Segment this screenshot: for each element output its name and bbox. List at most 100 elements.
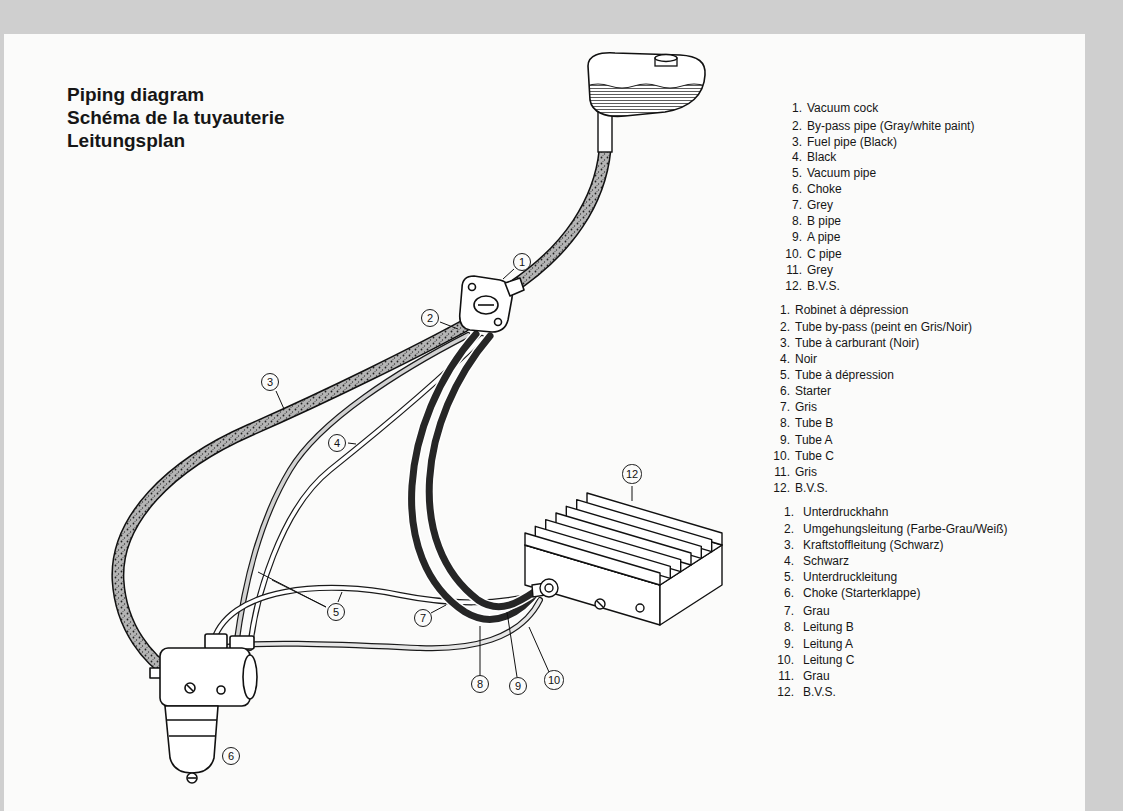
- item-text: A pipe: [807, 230, 840, 245]
- cock-body: [474, 296, 498, 314]
- leader-line: [338, 592, 342, 602]
- item-text: By-pass pipe (Gray/white paint): [807, 119, 974, 134]
- callout-label: 1: [519, 257, 525, 268]
- vacuum-cock: [460, 276, 524, 332]
- item-text: Schwarz: [803, 554, 849, 569]
- black-pipe: [429, 336, 540, 607]
- item-text: Fuel pipe (Black): [807, 135, 897, 150]
- item-number: 3.: [764, 538, 794, 553]
- item-text: Grey: [807, 198, 833, 213]
- item-text: B.V.S.: [807, 279, 840, 294]
- callout-label: 7: [420, 613, 426, 624]
- item-number: 11.: [772, 263, 802, 278]
- item-number: 4.: [772, 150, 802, 165]
- mount-hole: [495, 319, 502, 326]
- head-bolt: [595, 599, 605, 609]
- callout-number: 7: [414, 609, 432, 627]
- callout-label: 6: [228, 751, 234, 762]
- head-bolt: [636, 604, 644, 612]
- leader-line: [348, 443, 356, 444]
- bowl-rib: [167, 719, 217, 721]
- item-text: Tube B: [795, 416, 833, 431]
- item-number: 12.: [772, 279, 802, 294]
- item-number: 9.: [772, 230, 802, 245]
- item-text: Tube à dépression: [795, 368, 894, 383]
- head-fitting: [532, 579, 558, 597]
- item-number: 8.: [764, 620, 794, 635]
- black-pipe-edge: [429, 336, 540, 607]
- diagram-title: Schéma de la tuyauterie: [67, 107, 285, 129]
- item-number: 5.: [772, 166, 802, 181]
- callout-number: 10: [544, 670, 563, 689]
- carburettor: [150, 634, 257, 783]
- fitting-bore: [545, 584, 553, 592]
- item-number: 3.: [772, 135, 802, 150]
- drain-screw: [187, 773, 197, 783]
- item-text: C pipe: [807, 247, 842, 262]
- leader-line: [276, 391, 284, 409]
- item-number: 7.: [772, 198, 802, 213]
- item-text: Noir: [795, 352, 817, 367]
- mount-hole: [469, 284, 476, 291]
- callout-number: 12: [622, 464, 641, 483]
- vacuum-pipes: [212, 335, 540, 648]
- leader-line: [480, 626, 481, 675]
- item-text: Tube à carburant (Noir): [795, 336, 919, 351]
- leader-line: [529, 627, 549, 672]
- item-number: 12.: [760, 481, 790, 496]
- item-number: 1.: [772, 101, 802, 116]
- callout-number: 8: [471, 675, 489, 693]
- item-text: Tube A: [795, 433, 833, 448]
- cock-lever: [478, 304, 494, 306]
- callout-label: 3: [267, 377, 273, 388]
- cock-inlet: [505, 278, 524, 296]
- item-number: 10.: [760, 449, 790, 464]
- callout-label: 12: [626, 469, 638, 480]
- item-text: Grau: [803, 669, 830, 684]
- leader-line: [440, 322, 458, 329]
- item-text: Choke (Starterklappe): [803, 586, 920, 601]
- leader-line: [507, 612, 517, 677]
- item-text: B pipe: [807, 214, 841, 229]
- callout-number: 3: [261, 373, 279, 391]
- fitting-body: [540, 579, 558, 597]
- fuel-pipe-fill: [508, 150, 605, 290]
- item-text: Gris: [795, 465, 817, 480]
- tank-outline: [588, 53, 705, 117]
- item-number: 1.: [764, 505, 794, 520]
- float-bowl: [165, 706, 218, 773]
- item-number: 12.: [764, 685, 794, 700]
- item-text: Leitung A: [803, 637, 853, 652]
- item-number: 9.: [764, 637, 794, 652]
- item-text: Starter: [795, 384, 831, 399]
- item-number: 9.: [760, 433, 790, 448]
- item-text: B.V.S.: [803, 685, 836, 700]
- callout-label: 4: [334, 438, 340, 449]
- callout-number: 9: [509, 677, 527, 695]
- callout-label: 10: [548, 675, 560, 686]
- item-text: Tube C: [795, 449, 834, 464]
- item-text: Choke: [807, 182, 842, 197]
- black-pipes: [412, 334, 540, 619]
- item-number: 4.: [764, 554, 794, 569]
- leader-line: [503, 269, 514, 279]
- callout-number: 2: [421, 309, 439, 327]
- item-number: 2.: [760, 320, 790, 335]
- item-text: Robinet à dépression: [795, 303, 908, 318]
- item-text: Grau: [803, 604, 830, 619]
- item-number: 6.: [764, 586, 794, 601]
- diagram-title: Leitungsplan: [67, 130, 185, 152]
- item-number: 2.: [764, 522, 794, 537]
- carb-bore: [243, 655, 257, 699]
- item-text: Unterdruckhahn: [803, 505, 888, 520]
- item-number: 1.: [760, 303, 790, 318]
- item-number: 7.: [760, 400, 790, 415]
- diagram-title: Piping diagram: [67, 84, 204, 106]
- item-text: Vacuum pipe: [807, 166, 876, 181]
- item-number: 3.: [760, 336, 790, 351]
- callout-label: 5: [333, 607, 339, 618]
- item-number: 6.: [760, 384, 790, 399]
- callout-number: 1: [513, 253, 531, 271]
- cylinder-head: [525, 493, 722, 625]
- callout-label: 9: [515, 681, 521, 692]
